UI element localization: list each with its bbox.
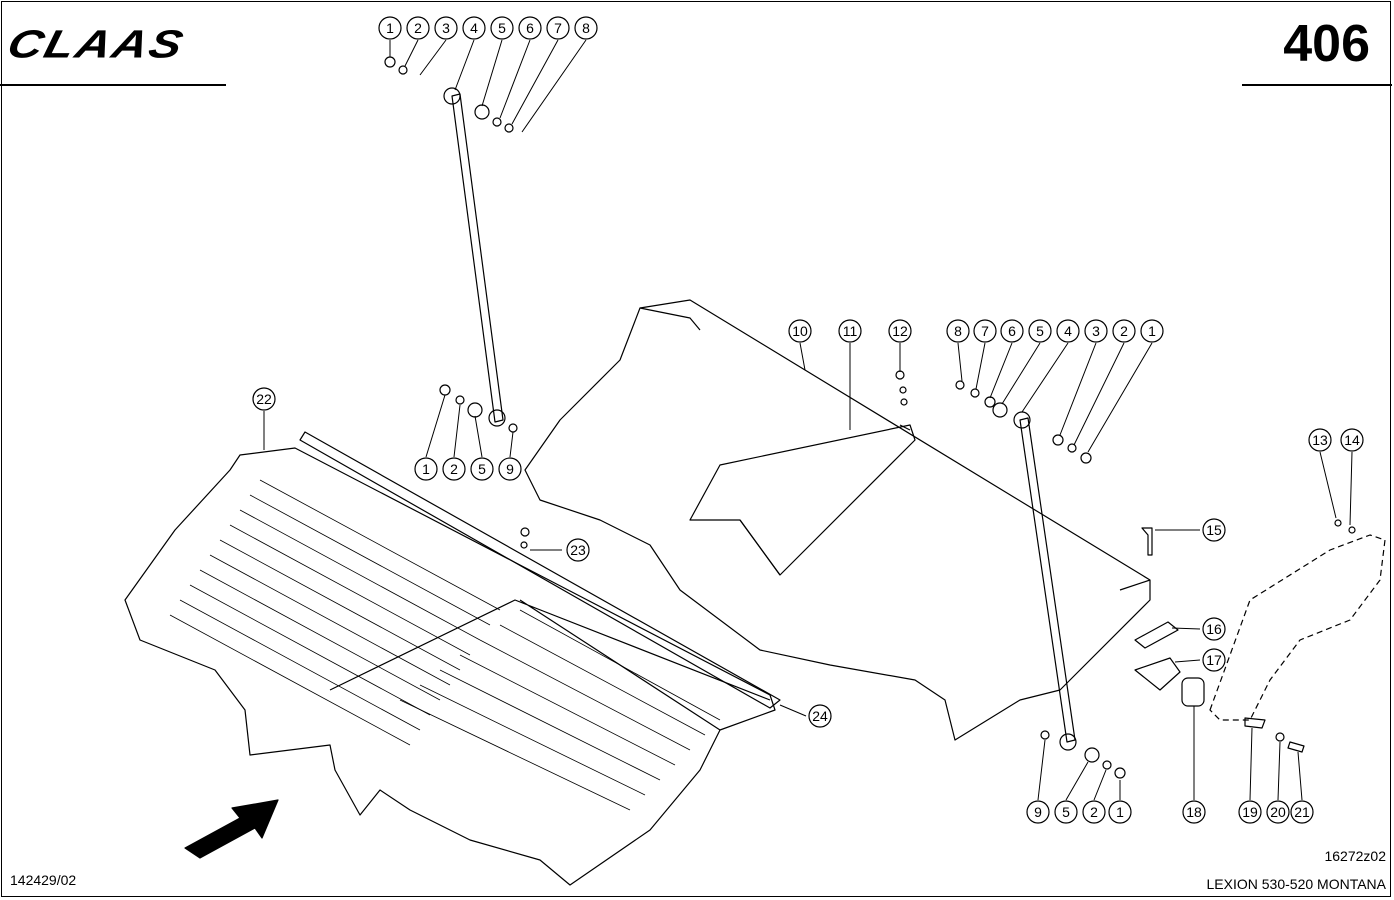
callout-15: 15 xyxy=(1202,518,1226,542)
model-name: LEXION 530-520 MONTANA xyxy=(1206,876,1386,892)
callout-label: 11 xyxy=(843,323,858,339)
callout-3: 3 xyxy=(1084,319,1108,343)
callout-label: 18 xyxy=(1186,804,1202,820)
clamp-17 xyxy=(1134,657,1181,691)
sieve-22 xyxy=(124,447,776,886)
callouts xyxy=(263,39,1353,801)
callout-6: 6 xyxy=(518,16,542,40)
callout-11: 11 xyxy=(838,319,862,343)
callout-label: 9 xyxy=(506,461,514,477)
callout-label: 7 xyxy=(981,323,989,339)
callout-label: 9 xyxy=(1034,804,1042,820)
callout-2: 2 xyxy=(1112,319,1136,343)
callout-label: 7 xyxy=(554,20,562,36)
callout-16: 16 xyxy=(1202,617,1226,641)
callout-label: 1 xyxy=(422,461,430,477)
callout-8: 8 xyxy=(946,319,970,343)
callout-label: 23 xyxy=(570,542,586,558)
callout-label: 1 xyxy=(1116,804,1124,820)
callout-1: 1 xyxy=(378,16,402,40)
callout-label: 15 xyxy=(1206,522,1222,538)
callout-1: 1 xyxy=(414,457,438,481)
callout-9: 9 xyxy=(498,457,522,481)
callout-label: 2 xyxy=(1090,804,1098,820)
callout-1: 1 xyxy=(1140,319,1164,343)
callout-label: 14 xyxy=(1344,432,1360,448)
callout-label: 12 xyxy=(892,323,908,339)
callout-label: 20 xyxy=(1270,804,1286,820)
callout-23: 23 xyxy=(566,538,590,562)
callout-label: 2 xyxy=(450,461,458,477)
callout-13: 13 xyxy=(1308,428,1332,452)
callout-24: 24 xyxy=(808,704,832,728)
callout-label: 8 xyxy=(582,20,590,36)
callout-label: 4 xyxy=(470,20,478,36)
callout-12: 12 xyxy=(888,319,912,343)
callout-label: 6 xyxy=(1008,323,1016,339)
callout-label: 24 xyxy=(812,708,828,724)
callout-9: 9 xyxy=(1026,800,1050,824)
rod-right xyxy=(1019,417,1076,743)
callout-label: 5 xyxy=(1036,323,1044,339)
rod-left xyxy=(451,93,504,423)
callout-20: 20 xyxy=(1266,800,1290,824)
logo-underline xyxy=(0,84,226,86)
callout-label: 10 xyxy=(792,323,808,339)
callout-7: 7 xyxy=(973,319,997,343)
callout-label: 3 xyxy=(1092,323,1100,339)
callout-label: 6 xyxy=(526,20,534,36)
callout-4: 4 xyxy=(462,16,486,40)
clamp-16 xyxy=(1134,621,1179,649)
callout-label: 5 xyxy=(498,20,506,36)
callout-2: 2 xyxy=(1082,800,1106,824)
panel-10 xyxy=(524,299,1151,741)
callout-18: 18 xyxy=(1182,800,1206,824)
callout-1: 1 xyxy=(1108,800,1132,824)
callout-8: 8 xyxy=(574,16,598,40)
callout-label: 22 xyxy=(256,391,272,407)
callout-5: 5 xyxy=(470,457,494,481)
callout-3: 3 xyxy=(434,16,458,40)
callout-21: 21 xyxy=(1290,800,1314,824)
callout-label: 4 xyxy=(1064,323,1072,339)
callout-14: 14 xyxy=(1340,428,1364,452)
callout-6: 6 xyxy=(1000,319,1024,343)
callout-5: 5 xyxy=(1054,800,1078,824)
callout-2: 2 xyxy=(406,16,430,40)
document-number: 142429/02 xyxy=(10,872,77,888)
callout-label: 13 xyxy=(1312,432,1328,448)
callout-17: 17 xyxy=(1202,648,1226,672)
callout-5: 5 xyxy=(1028,319,1052,343)
callout-label: 21 xyxy=(1294,804,1310,820)
page-number: 406 xyxy=(1283,15,1370,73)
callout-label: 17 xyxy=(1206,652,1222,668)
callout-label: 1 xyxy=(1148,323,1156,339)
callout-label: 2 xyxy=(1120,323,1128,339)
direction-arrow xyxy=(184,799,279,859)
page-number-underline xyxy=(1242,84,1392,86)
callout-label: 1 xyxy=(386,20,394,36)
callout-label: 8 xyxy=(954,323,962,339)
callout-7: 7 xyxy=(546,16,570,40)
bracket-11 xyxy=(689,424,916,576)
callout-5: 5 xyxy=(490,16,514,40)
callout-10: 10 xyxy=(788,319,812,343)
callout-label: 5 xyxy=(1062,804,1070,820)
callout-label: 2 xyxy=(414,20,422,36)
callout-19: 19 xyxy=(1238,800,1262,824)
callout-label: 5 xyxy=(478,461,486,477)
callout-label: 3 xyxy=(442,20,450,36)
callout-4: 4 xyxy=(1056,319,1080,343)
callout-label: 16 xyxy=(1206,621,1222,637)
callout-2: 2 xyxy=(442,457,466,481)
callout-22: 22 xyxy=(252,387,276,411)
callout-label: 19 xyxy=(1242,804,1258,820)
drawing-number: 16272z02 xyxy=(1324,848,1386,864)
